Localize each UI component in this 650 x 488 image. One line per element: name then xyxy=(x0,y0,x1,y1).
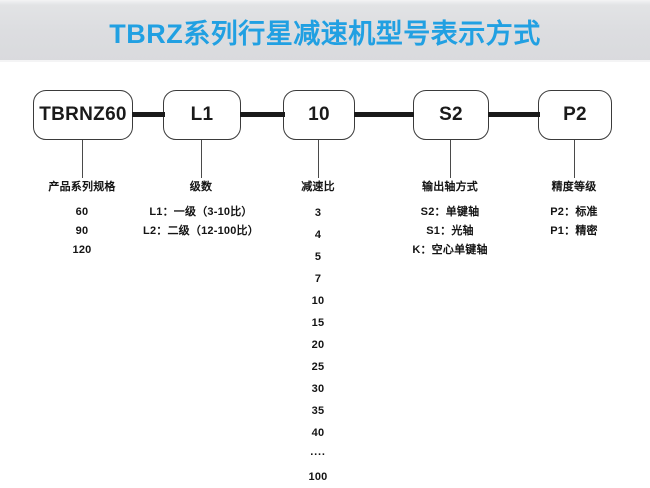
page-title: TBRZ系列行星减速机型号表示方式 xyxy=(109,19,541,49)
legend-item: 7 xyxy=(314,273,322,285)
dropline-stages xyxy=(201,140,203,178)
dropline-precision xyxy=(574,140,576,178)
legend-column-shaft: 输出轴方式 S2：单键轴 S1：光轴 K：空心单键轴 xyxy=(383,178,517,260)
legend-item: 25 xyxy=(311,361,325,373)
legend-column-ratio: 减速比 3 4 5 7 10 15 20 25 30 35 40 ···· 10… xyxy=(258,178,378,488)
dropline-series xyxy=(82,140,84,178)
connector-series-stages xyxy=(132,112,165,117)
node-series: TBRNZ60 xyxy=(33,90,133,140)
legend-item: 20 xyxy=(311,339,325,351)
legend-item: 30 xyxy=(311,383,325,395)
legend-item: 120 xyxy=(72,244,92,256)
legend-item: S2：单键轴 xyxy=(420,206,480,218)
legend-item: P2：标准 xyxy=(550,206,598,218)
connector-stages-ratio xyxy=(240,112,285,117)
legend-header-series: 产品系列规格 xyxy=(48,181,116,193)
legend-item: 35 xyxy=(311,405,325,417)
legend-item-ellipsis: ···· xyxy=(310,449,326,461)
legend-header-precision: 精度等级 xyxy=(551,181,597,193)
legend-item: 15 xyxy=(311,317,325,329)
node-shaft: S2 xyxy=(413,90,489,140)
legend-item: 90 xyxy=(75,225,89,237)
legend-header-shaft: 输出轴方式 xyxy=(422,181,478,193)
legend-item: S1：光轴 xyxy=(426,225,474,237)
dropline-ratio xyxy=(318,140,320,178)
legend-item: 5 xyxy=(314,251,322,263)
legend-item: P1：精密 xyxy=(550,225,598,237)
legend-item: 40 xyxy=(311,427,325,439)
dropline-shaft xyxy=(450,140,452,178)
legend-item: 4 xyxy=(314,229,322,241)
connector-ratio-shaft xyxy=(354,112,414,117)
legend-item: L1：一级（3-10比） xyxy=(149,206,253,218)
legend-item: 10 xyxy=(311,295,325,307)
model-code-diagram: TBRNZ60 L1 10 S2 P2 产品系列规格 60 90 120 级数 … xyxy=(0,62,650,483)
node-ratio: 10 xyxy=(283,90,355,140)
legend-item: 100 xyxy=(308,471,328,483)
legend-column-stages: 级数 L1：一级（3-10比） L2：二级（12-100比） xyxy=(126,178,276,241)
legend-column-precision: 精度等级 P2：标准 P1：精密 xyxy=(512,178,636,241)
title-band: TBRZ系列行星减速机型号表示方式 xyxy=(0,0,650,62)
legend-header-stages: 级数 xyxy=(189,181,213,193)
legend-column-series: 产品系列规格 60 90 120 xyxy=(12,178,152,260)
node-stages: L1 xyxy=(163,90,241,140)
legend-item: L2：二级（12-100比） xyxy=(143,225,259,237)
connector-shaft-precision xyxy=(488,112,540,117)
legend-item: 3 xyxy=(314,207,322,219)
legend-header-ratio: 减速比 xyxy=(301,181,335,193)
legend-item: 60 xyxy=(75,206,89,218)
legend-item: K：空心单键轴 xyxy=(412,244,488,256)
node-precision: P2 xyxy=(538,90,612,140)
